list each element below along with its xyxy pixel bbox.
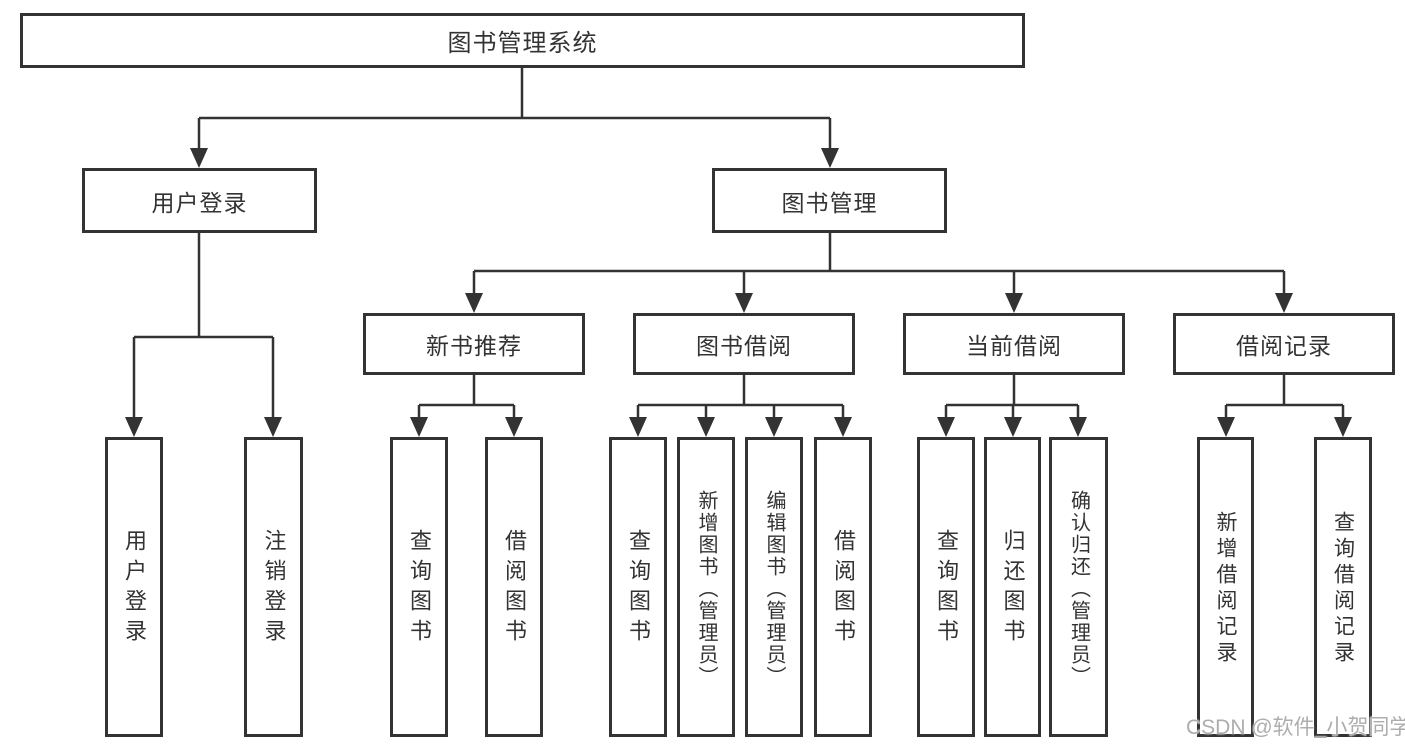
node-book-management: 图书管理 <box>712 168 947 233</box>
arrowhead-icon <box>834 417 852 437</box>
node-new-book-recommendation: 新书推荐 <box>363 313 585 375</box>
node-leaf-add-borrow-record: 新增借阅记录 <box>1197 437 1254 737</box>
node-leaf-logout: 注销登录 <box>244 437 303 737</box>
node-leaf-query-books-recommend: 查询图书 <box>390 437 448 737</box>
csdn-watermark: CSDN @软件_小贺同学 <box>1186 716 1405 739</box>
node-leaf-add-books-admin: 新增图书（管理员） <box>677 437 735 737</box>
node-library-management-system: 图书管理系统 <box>20 13 1025 68</box>
arrowhead-icon <box>410 417 428 437</box>
node-leaf-user-login: 用户登录 <box>105 437 163 737</box>
node-leaf-return-books: 归还图书 <box>984 437 1041 737</box>
node-leaf-confirm-return-admin: 确认归还（管理员） <box>1049 437 1108 737</box>
node-leaf-query-borrow-record: 查询借阅记录 <box>1314 437 1372 737</box>
node-user-login: 用户登录 <box>82 168 317 233</box>
arrowhead-icon <box>190 148 208 168</box>
arrowhead-icon <box>1004 417 1022 437</box>
arrowhead-icon <box>1069 417 1087 437</box>
arrowhead-icon <box>765 417 783 437</box>
node-borrowing-records: 借阅记录 <box>1173 313 1395 375</box>
arrowhead-icon <box>629 417 647 437</box>
arrowhead-icon <box>465 293 483 313</box>
node-leaf-borrow-books: 借阅图书 <box>814 437 872 737</box>
node-leaf-borrow-books-recommend: 借阅图书 <box>485 437 543 737</box>
arrowhead-icon <box>1005 293 1023 313</box>
node-leaf-query-books-borrow: 查询图书 <box>609 437 667 737</box>
arrowhead-icon <box>1217 417 1235 437</box>
arrowhead-icon <box>1275 293 1293 313</box>
arrowhead-icon <box>697 417 715 437</box>
arrowhead-icon <box>735 293 753 313</box>
node-leaf-query-books-current: 查询图书 <box>917 437 975 737</box>
node-book-borrowing: 图书借阅 <box>633 313 855 375</box>
arrowhead-icon <box>937 417 955 437</box>
arrowhead-icon <box>821 148 839 168</box>
arrowhead-icon <box>125 417 143 437</box>
node-current-borrowing: 当前借阅 <box>903 313 1125 375</box>
arrowhead-icon <box>264 417 282 437</box>
node-leaf-edit-books-admin: 编辑图书（管理员） <box>745 437 803 737</box>
arrowhead-icon <box>1334 417 1352 437</box>
arrowhead-icon <box>505 417 523 437</box>
